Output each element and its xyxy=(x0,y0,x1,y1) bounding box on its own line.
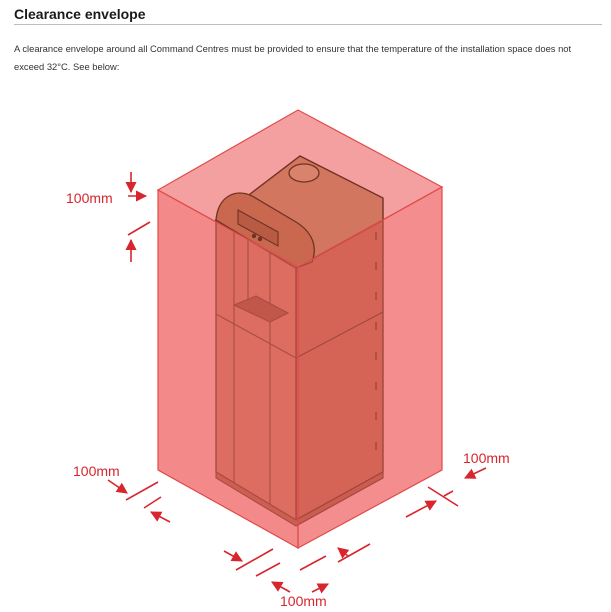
label-top-clearance: 100mm xyxy=(66,190,113,206)
command-centre-unit xyxy=(214,155,384,527)
title-divider xyxy=(14,24,602,25)
label-left-clearance: 100mm xyxy=(73,463,120,479)
arrow-icon xyxy=(223,550,243,562)
arrow-icon xyxy=(271,581,291,593)
dimension-arrows xyxy=(107,172,487,594)
description-paragraph: A clearance envelope around all Command … xyxy=(14,43,572,72)
arrow-icon xyxy=(405,500,437,518)
section-title: Clearance envelope xyxy=(14,6,146,22)
arrow-icon xyxy=(311,583,330,594)
label-bottom-clearance: 100mm xyxy=(280,593,327,609)
arrow-icon xyxy=(463,467,487,479)
arrow-icon xyxy=(150,511,171,523)
arrow-icon xyxy=(107,479,128,494)
clearance-envelope-front xyxy=(157,185,443,550)
arrow-icon xyxy=(337,547,350,559)
label-right-clearance: 100mm xyxy=(463,450,510,466)
